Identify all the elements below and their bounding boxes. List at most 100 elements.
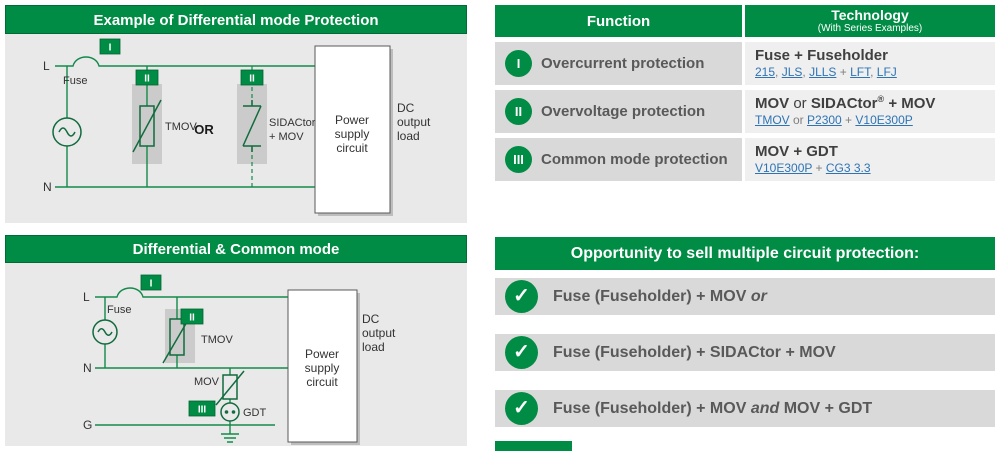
fuse-label: Fuse bbox=[107, 304, 131, 316]
function-technology-table: Function Technology (With Series Example… bbox=[495, 5, 995, 181]
power-supply-box bbox=[314, 45, 391, 214]
badge-label: I bbox=[150, 279, 153, 290]
sidactor-label-1: SIDACtor bbox=[269, 117, 316, 129]
roman-badge-III: III bbox=[505, 146, 532, 173]
badge-overcurrent: I bbox=[99, 38, 121, 55]
text-segment: Fuse (Fuseholder) + MOV bbox=[553, 288, 751, 305]
psu-label-1: Power bbox=[305, 347, 339, 361]
gdt-electrode-dot bbox=[224, 410, 229, 414]
tmov-varistor-diagonal bbox=[132, 99, 162, 153]
sidactor-symbol-icon bbox=[242, 100, 262, 152]
table-header-row: Function Technology (With Series Example… bbox=[495, 5, 995, 37]
text-segment: MOV bbox=[755, 95, 794, 113]
badge-overvoltage-1: II bbox=[135, 69, 159, 86]
tmov-varistor-icon bbox=[139, 105, 155, 147]
function-column-header: Function bbox=[495, 5, 742, 37]
mov-label: MOV bbox=[194, 376, 220, 388]
gdt-electrode-dot bbox=[231, 410, 236, 414]
text-segment: or bbox=[793, 95, 807, 113]
dc-load-label-1: DC bbox=[397, 101, 415, 115]
text-segment: Fuse (Fuseholder) + SIDACtor + MOV bbox=[553, 344, 836, 361]
badge-common-mode: III bbox=[188, 400, 216, 417]
common-mode-panel: Differential & Common mode I bbox=[5, 235, 467, 446]
tech-title: Fuse + Fuseholder bbox=[755, 47, 985, 65]
badge-label: II bbox=[189, 313, 195, 324]
differential-protection-panel: Example of Differential mode Protection … bbox=[5, 5, 467, 223]
series-link[interactable]: CG3 3.3 bbox=[825, 160, 871, 175]
line-n-label: N bbox=[83, 361, 92, 375]
tech-title: MOV or SIDACtor® + MOV bbox=[755, 94, 985, 113]
tech-series-links: V10E300P + CG3 3.3 bbox=[755, 161, 985, 177]
checkmark-icon: ✓ bbox=[505, 280, 538, 313]
tmov-label: TMOV bbox=[201, 334, 233, 346]
ground-symbol-icon bbox=[221, 425, 239, 443]
text-segment: and bbox=[750, 400, 780, 417]
badge-label: II bbox=[249, 74, 255, 85]
common-circuit-canvas: I II III L N G Fuse TMOV MOV GDT Power s… bbox=[5, 263, 467, 446]
series-link[interactable]: LFT bbox=[850, 64, 871, 79]
psu-label-2: supply bbox=[305, 361, 340, 375]
series-link[interactable]: V10E300P bbox=[855, 113, 913, 128]
psu-label-3: circuit bbox=[336, 141, 368, 155]
series-link[interactable]: JLLS bbox=[809, 64, 837, 79]
text-segment: , bbox=[870, 64, 877, 79]
ac-source-icon bbox=[92, 319, 118, 345]
text-segment: + MOV bbox=[884, 95, 936, 113]
text-segment: Fuse (Fuseholder) + MOV bbox=[553, 400, 751, 417]
dc-load-label-1: DC bbox=[362, 312, 380, 326]
opportunity-item-3: ✓ Fuse (Fuseholder) + MOV and MOV + GDT bbox=[495, 390, 995, 427]
differential-circuit-diagram: I II II L N Fuse TMOV OR SIDACtor + MOV … bbox=[43, 38, 431, 216]
table-row-overcurrent: I Overcurrent protection Fuse + Fusehold… bbox=[495, 42, 995, 85]
technology-header-subtitle: (With Series Examples) bbox=[817, 23, 923, 35]
text-segment: Fuse + Fuseholder bbox=[755, 46, 888, 64]
line-l-label: L bbox=[43, 59, 50, 73]
dc-load-label-2: output bbox=[362, 326, 396, 340]
tech-series-links: 215, JLS, JLLS + LFT, LFJ bbox=[755, 65, 985, 81]
opportunity-item-text: Fuse (Fuseholder) + SIDACtor + MOV bbox=[553, 344, 836, 361]
series-link[interactable]: 215 bbox=[755, 64, 776, 79]
line-l-wire bbox=[55, 56, 315, 67]
text-segment: + bbox=[836, 64, 851, 79]
text-segment: or bbox=[750, 288, 767, 305]
tmov-varistor-icon bbox=[169, 318, 185, 356]
line-l-wire bbox=[95, 287, 288, 298]
text-segment: ® bbox=[877, 94, 885, 105]
dc-load-label-3: load bbox=[397, 129, 420, 143]
series-link[interactable]: V10E300P bbox=[755, 160, 813, 175]
badge-label: III bbox=[198, 405, 207, 416]
series-link[interactable]: P2300 bbox=[807, 113, 842, 128]
common-circuit-diagram: I II III L N G Fuse TMOV MOV GDT Power s… bbox=[83, 274, 396, 445]
series-link[interactable]: LFJ bbox=[876, 64, 897, 79]
differential-circuit-canvas: I II II L N Fuse TMOV OR SIDACtor + MOV … bbox=[5, 34, 467, 223]
table-row-common-mode: III Common mode protection MOV + GDT V10… bbox=[495, 138, 995, 181]
badge-label: I bbox=[109, 43, 112, 54]
technology-cell: Fuse + Fuseholder 215, JLS, JLLS + LFT, … bbox=[745, 42, 995, 85]
footer-accent-bar bbox=[495, 441, 572, 451]
badge-overvoltage-2: II bbox=[240, 69, 264, 86]
roman-badge-II: II bbox=[505, 98, 532, 125]
badge-overvoltage: II bbox=[180, 308, 204, 325]
roman-badge-I: I bbox=[505, 50, 532, 77]
function-cell: III Common mode protection bbox=[495, 138, 742, 181]
or-label: OR bbox=[194, 122, 214, 137]
technology-header-title: Technology bbox=[831, 7, 909, 24]
function-label: Overvoltage protection bbox=[541, 103, 706, 120]
text-segment: or bbox=[789, 113, 808, 128]
line-l-label: L bbox=[83, 290, 90, 304]
text-segment: + bbox=[812, 160, 826, 175]
badge-overcurrent: I bbox=[140, 274, 162, 291]
ac-source-icon bbox=[52, 117, 82, 147]
gdt-label: GDT bbox=[243, 407, 267, 419]
text-segment: MOV + GDT bbox=[755, 142, 838, 160]
function-cell: II Overvoltage protection bbox=[495, 90, 742, 133]
ac-sine-icon bbox=[58, 127, 76, 137]
fuse-label: Fuse bbox=[63, 75, 87, 87]
function-label: Common mode protection bbox=[541, 151, 728, 168]
panel-title: Differential & Common mode bbox=[5, 235, 467, 263]
text-segment: MOV + GDT bbox=[779, 400, 873, 417]
opportunity-item-text: Fuse (Fuseholder) + MOV and MOV + GDT bbox=[553, 400, 872, 417]
series-link[interactable]: JLS bbox=[781, 64, 803, 79]
series-link[interactable]: TMOV bbox=[755, 113, 790, 128]
checkmark-icon: ✓ bbox=[505, 392, 538, 425]
text-segment: + bbox=[841, 113, 856, 128]
